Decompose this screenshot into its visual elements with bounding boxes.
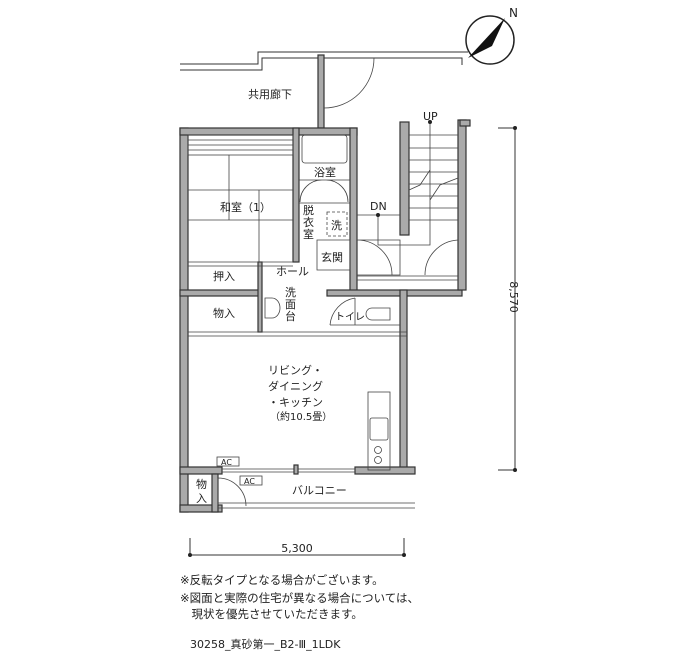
ac-label-2: AC	[244, 477, 255, 486]
washer-label: 洗	[331, 219, 342, 232]
balcony-storage-label-2: 入	[196, 492, 207, 505]
washbasin-label-1: 洗	[285, 286, 296, 299]
toilet-label: トイレ	[335, 312, 365, 323]
compass-icon: N	[465, 6, 518, 65]
oshiire-label: 押入	[213, 269, 235, 283]
ldk-size-label: （約10.5畳）	[270, 410, 332, 423]
entrance-label: 玄関	[321, 250, 343, 264]
plan-code: 30258_真砂第一_B2-Ⅲ_1LDK	[190, 638, 341, 651]
corridor-lines	[180, 51, 468, 129]
dressing-label-1: 脱	[303, 203, 314, 217]
width-dimension: 5,300	[281, 542, 313, 555]
storage-label: 物入	[213, 306, 235, 320]
corridor-label: 共用廊下	[248, 87, 292, 101]
dressing-label-2: 衣	[303, 215, 314, 229]
compass-north-label: N	[509, 6, 518, 20]
washitsu-label: 和室（1）	[220, 200, 271, 214]
dimension-lines	[188, 126, 517, 557]
balcony-label: バルコニー	[292, 484, 347, 497]
ac-label-1: AC	[221, 458, 232, 467]
bath-label: 浴室	[314, 165, 336, 179]
room-labels: 共用廊下 和室（1） 浴室 脱 衣 室 洗 玄関 ホール 押入 物入 洗 面 台…	[196, 87, 520, 555]
walls	[179, 119, 471, 513]
ldk-label-3: ・キッチン	[268, 396, 323, 409]
height-dimension: 8,570	[507, 281, 520, 313]
balcony-storage-label-1: 物	[196, 477, 207, 491]
washbasin-label-2: 面	[285, 298, 296, 311]
dressing-label-3: 室	[303, 227, 314, 241]
stairs-up-label: UP	[423, 110, 438, 123]
ldk-label-1: リビング・	[268, 363, 323, 377]
note-2: ※図面と実際の住宅が異なる場合については、	[180, 591, 420, 605]
interior-lines	[187, 120, 459, 509]
washbasin-label-3: 台	[285, 309, 296, 323]
note-1: ※反転タイプとなる場合がございます。	[180, 573, 384, 587]
ldk-label-2: ダイニング	[268, 379, 323, 393]
hall-label: ホール	[276, 265, 309, 278]
note-3: 現状を優先させていただきます。	[180, 607, 363, 621]
stairs-down-label: DN	[370, 200, 387, 213]
